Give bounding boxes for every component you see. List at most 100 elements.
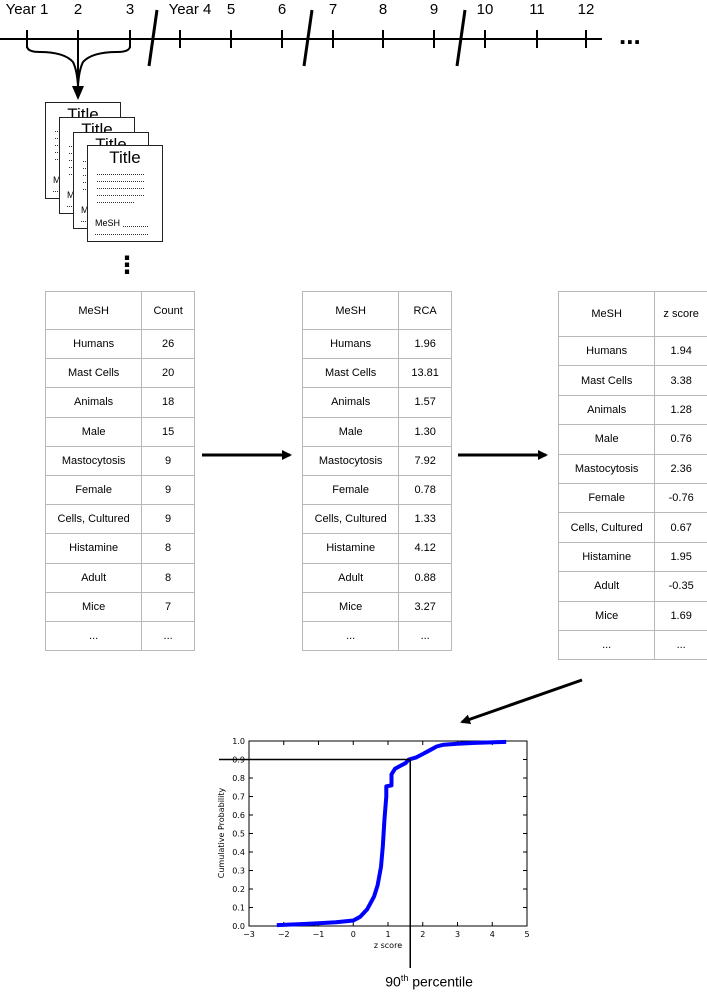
table-cell: Mast Cells (301, 358, 400, 389)
table-cell: 7 (141, 591, 195, 622)
table-cell: Adult (44, 562, 143, 593)
table-cell: 1.28 (654, 394, 707, 426)
table-cell: 8 (141, 562, 195, 593)
chart-ytick-label: 0.2 (232, 885, 245, 894)
table-cell: Mast Cells (557, 365, 656, 396)
timeline-label: 2 (74, 1, 82, 18)
chart-xtick-label: 0 (351, 930, 356, 939)
timeline-label: 3 (126, 1, 134, 18)
table-cell: Male (557, 424, 656, 455)
table-cell: Adult (301, 562, 400, 593)
table-cell: -0.76 (654, 482, 707, 514)
table-cell: 9 (141, 504, 195, 535)
table-cell: Mastocytosis (44, 445, 143, 476)
chart-xtick-label: −2 (278, 930, 290, 939)
chart-xtick-label: 3 (455, 930, 460, 939)
table-cell: ... (557, 629, 656, 661)
chart-ytick-label: 0.6 (232, 811, 245, 820)
table-row: Adult-0.35 (557, 571, 707, 602)
chart-ytick-label: 0.5 (232, 830, 245, 839)
table-cell: ... (654, 629, 707, 661)
chart-xtick-label: 1 (385, 930, 390, 939)
table-header-cell: z score (654, 291, 707, 337)
table-cell: Cells, Cultured (301, 504, 400, 535)
chart-plot-area (248, 740, 528, 927)
document-mesh-line (95, 234, 148, 235)
chart-xtick-label: −1 (313, 930, 325, 939)
table-cell: Mastocytosis (301, 445, 400, 476)
timeline-label: 6 (278, 1, 286, 18)
cdf-chart: −3−2−10123450.00.10.20.30.40.50.60.70.80… (217, 737, 530, 968)
timeline-label: 12 (578, 1, 595, 18)
chart-xtick-label: 2 (420, 930, 425, 939)
document-title: Title (109, 148, 141, 167)
document-text-line (97, 195, 144, 196)
table-cell: 0.78 (398, 474, 452, 506)
document-text-line (97, 188, 144, 189)
table-cell: Mice (301, 591, 400, 622)
table-cell: Histamine (301, 533, 400, 564)
chart-ylabel: Cumulative Probability (217, 787, 226, 878)
table-cell: ... (44, 620, 143, 652)
table-cell: 3.38 (654, 365, 707, 396)
chart-ytick-label: 1.0 (232, 737, 245, 746)
table-cell: 1.96 (398, 328, 452, 360)
timeline-label: Year 4 (169, 1, 212, 18)
table-cell: Cells, Cultured (557, 512, 656, 543)
chart-ytick-label: 0.8 (232, 774, 245, 783)
timeline-label: 5 (227, 1, 235, 18)
table-cell: 0.88 (398, 562, 452, 593)
table-cell: Mice (557, 600, 656, 631)
table-cell: Humans (44, 328, 143, 360)
table-cell: Female (301, 474, 400, 506)
chart-ytick-label: 0.4 (232, 848, 245, 857)
document-stack-ellipsis: ⋮ (115, 252, 139, 279)
table-cell: Animals (557, 394, 656, 426)
document-text-line (97, 181, 144, 182)
table-cell: ... (301, 620, 400, 652)
timeline-break (302, 9, 314, 67)
timeline-break (147, 9, 159, 67)
table-cell: 0.67 (654, 512, 707, 543)
table-header-cell: Count (141, 291, 195, 330)
table-cell: 1.95 (654, 541, 707, 573)
table-cell: Humans (557, 335, 656, 367)
table-cell: 1.69 (654, 600, 707, 631)
timeline-label: 10 (477, 1, 494, 18)
table-cell: Female (44, 474, 143, 506)
chart-xtick-label: −3 (243, 930, 255, 939)
table-cell: Animals (301, 387, 400, 418)
table-header-cell: MeSH (44, 291, 143, 330)
year-brace (26, 39, 131, 87)
table-cell: 2.36 (654, 453, 707, 484)
table-cell: Cells, Cultured (44, 504, 143, 535)
table-row: Female-0.76 (557, 482, 707, 514)
table-header-cell: RCA (398, 291, 452, 330)
table-row: ...... (44, 620, 195, 652)
table-cell: 1.30 (398, 416, 452, 447)
timeline-label: 7 (329, 1, 337, 18)
arrow-zscore-to-chart (460, 678, 583, 725)
timeline-label: Year 1 (6, 1, 49, 18)
